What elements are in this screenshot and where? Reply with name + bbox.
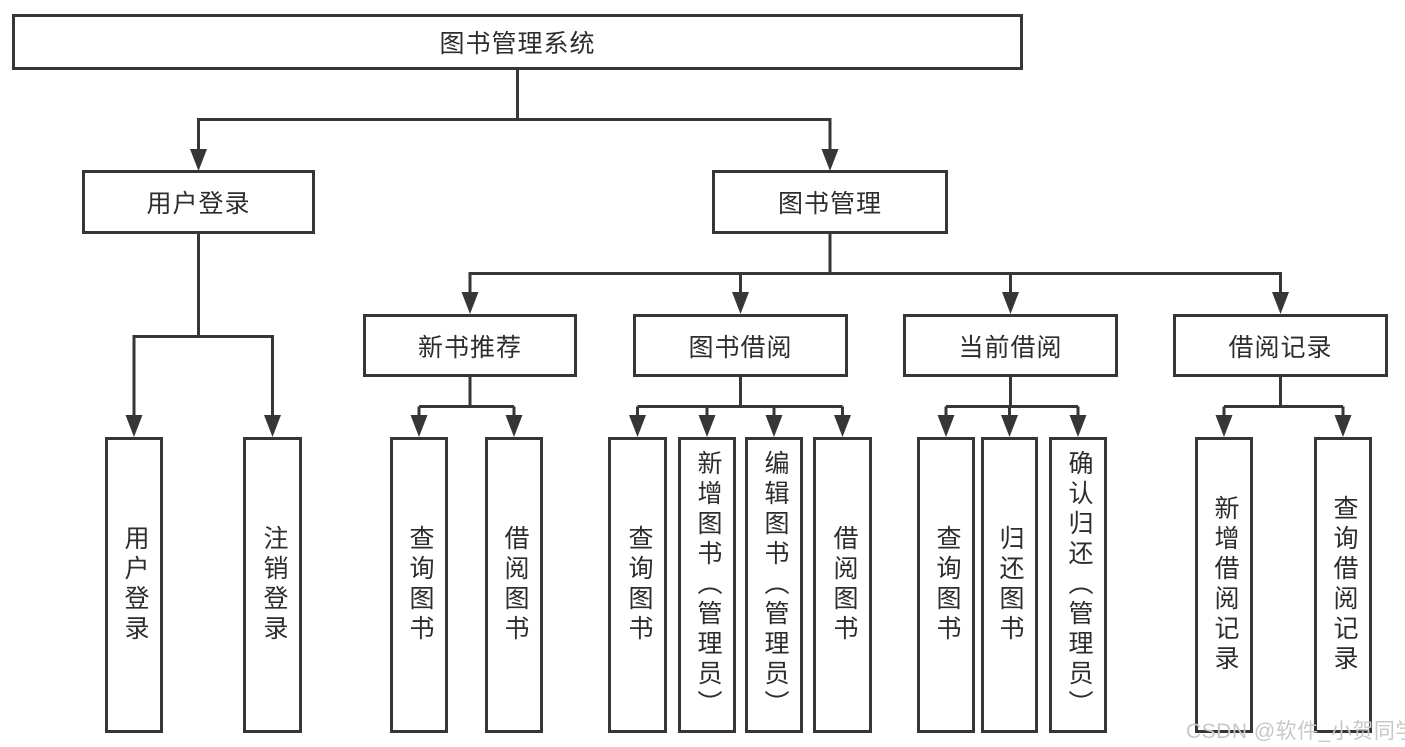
leaf-cb-return-book: 归还图书: [981, 437, 1038, 733]
node-library-management-system: 图书管理系统: [12, 14, 1023, 70]
node-book-borrowing: 图书借阅: [633, 314, 848, 377]
node-current-borrowing: 当前借阅: [903, 314, 1118, 377]
node-label: 图书借阅: [688, 333, 793, 362]
leaf-br-query-record: 查询借阅记录: [1314, 437, 1372, 733]
leaf-br-add-record: 新增借阅记录: [1195, 437, 1253, 733]
leaf-cb-confirm-return-admin: 确认归还（管理员）: [1049, 437, 1107, 733]
node-new-book-recommend: 新书推荐: [363, 314, 577, 377]
node-book-management: 图书管理: [712, 170, 948, 234]
leaf-bb-query-book: 查询图书: [608, 437, 667, 733]
leaf-bb-borrow-book: 借阅图书: [813, 437, 872, 733]
leaf-logout: 注销登录: [243, 437, 302, 733]
node-label: 图书管理: [777, 190, 882, 218]
node-label: 图书管理系统: [439, 30, 596, 58]
node-label: 当前借阅: [958, 333, 1063, 362]
leaf-bb-edit-book-admin: 编辑图书（管理员）: [745, 437, 803, 733]
node-user-login: 用户登录: [82, 170, 315, 234]
node-label: 新书推荐: [417, 333, 522, 362]
node-label: 借阅记录: [1228, 333, 1333, 362]
csdn-watermark: CSDN @软件_小贺同学: [1186, 720, 1405, 743]
leaf-nbr-query-book: 查询图书: [390, 437, 448, 733]
leaf-nbr-borrow-book: 借阅图书: [485, 437, 543, 733]
leaf-user-login: 用户登录: [105, 437, 163, 733]
node-label: 用户登录: [146, 190, 251, 218]
leaf-cb-query-book: 查询图书: [917, 437, 975, 733]
node-borrowing-records: 借阅记录: [1173, 314, 1388, 377]
leaf-bb-add-book-admin: 新增图书（管理员）: [678, 437, 736, 733]
